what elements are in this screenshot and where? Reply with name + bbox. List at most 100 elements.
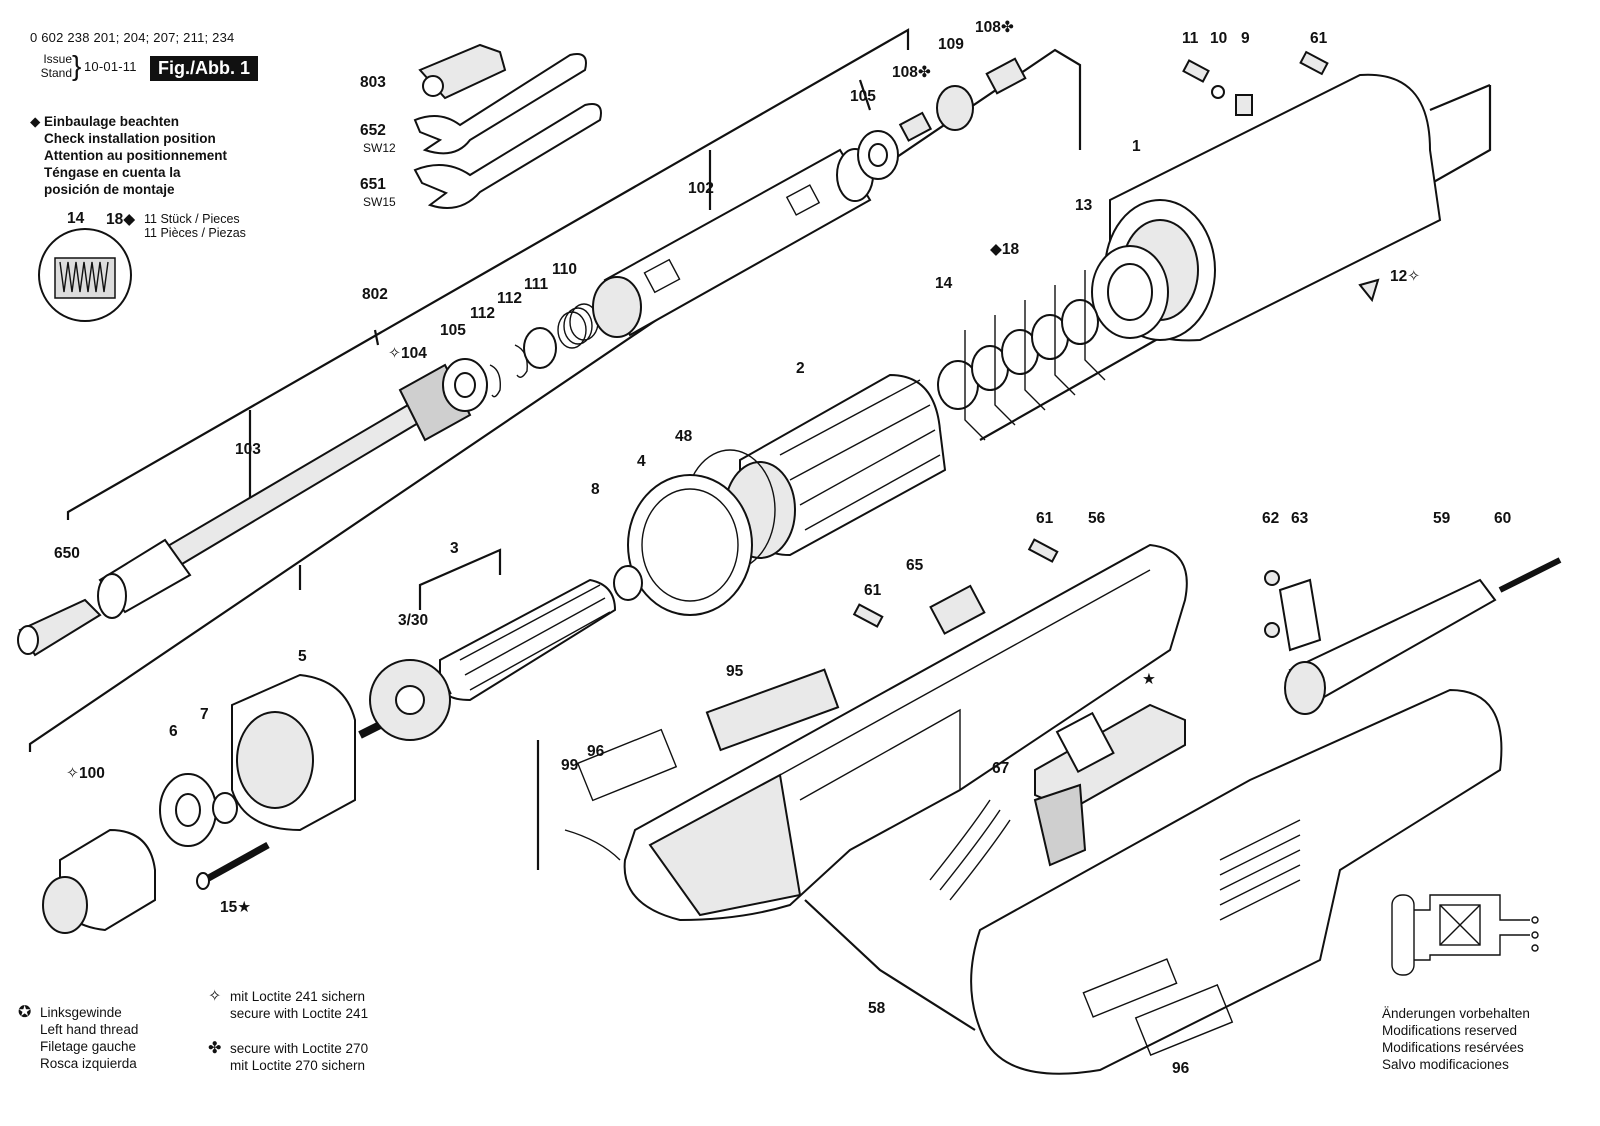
bushing-13-bore [1107,263,1153,321]
label-105-lower: 105 [440,322,466,339]
wires-67 [929,799,1011,901]
issue-date: 10-01-11 [84,59,137,74]
label-8: 8 [591,481,600,498]
legend-loctite-270: ✤ secure with Loctite 270 mit Loctite 27… [208,1040,368,1074]
bracket-58 [804,899,976,1031]
label-67: 67 [992,760,1010,777]
part-number-list: 0 602 238 201; 204; 207; 211; 234 [30,30,235,45]
issue-label-de: Stand [40,66,72,80]
label-651: 651 [360,176,386,193]
label-65 [929,584,986,635]
install-note-line-4: Téngase en cuenta la [44,165,181,180]
label-65: 65 [906,557,924,574]
label-96-left: 96 [587,743,605,760]
label-802: 802 [362,286,388,303]
switch-56 [1033,703,1186,867]
label-59: 59 [1433,510,1451,527]
bearing-105-lower-bore [454,372,476,398]
label-1: 1 [1132,138,1141,155]
spindle-nut-100 [42,828,156,934]
label-13: 13 [1075,197,1093,214]
label-2: 2 [796,360,805,377]
install-note-line-2: Check installation position [44,131,216,146]
label-99 [564,829,621,861]
loctite-241-icon: ✧ [1407,268,1421,285]
star-icon: ★ [237,899,252,916]
loctite-270-line-1: secure with Loctite 270 [230,1041,369,1056]
spring-110 [557,303,599,349]
label-105-upper: 105 [850,88,876,105]
bracket-line-upper-shaft [66,28,910,520]
label-62: 62 [1262,510,1280,527]
label-61-top: 61 [1310,30,1328,47]
bearing-6 [159,773,217,847]
label-95 [705,668,840,752]
screw-62-top [1264,570,1280,586]
clamp-9 [1235,94,1253,116]
label-104: ✧104 [388,344,427,363]
label-96-bottom: 96 [1172,1060,1190,1077]
pinion-108-upper [985,57,1027,95]
wrench-651 [413,103,602,209]
loctite-270-line-2: mit Loctite 270 sichern [230,1058,366,1073]
label-sw12: SW12 [363,141,396,155]
label-102: 102 [688,180,714,197]
spring-set-18 [937,270,1106,441]
left-hand-line-4: Rosca izquierda [40,1056,137,1071]
label-100: ✧100 [66,764,105,783]
label-63: 63 [1291,510,1309,527]
wiring-diagram [1391,894,1539,976]
label-99: 99 [561,757,579,774]
bearing-flange-5 [231,673,356,832]
label-11: 11 [1182,30,1199,47]
label-61-mid: 61 [1036,510,1054,527]
label-15: 15★ [220,898,251,917]
washer-10 [1211,85,1225,99]
bracket-line-right-housing [979,85,1492,441]
figure-title: Fig./Abb. 1 [150,56,258,81]
left-hand-line-3: Filetage gauche [40,1039,137,1054]
spindle-shaft-103 [97,363,472,619]
install-note-line-5: posición de montaje [44,182,175,197]
bearing-105-upper-bore [868,143,888,167]
left-hand-line-1: Linksgewinde [40,1005,122,1020]
bracket-105 [858,79,872,111]
screw-61-top [1299,50,1329,76]
screw-62-bottom [1264,622,1280,638]
install-note-line-1: Einbaulage beachten [44,114,180,129]
label-12: 12✧ [1390,267,1420,286]
modifications-line-2: Modifications reserved [1382,1023,1518,1038]
modifications-line-1: Änderungen vorbehalten [1382,1006,1530,1021]
label-6: 6 [169,723,178,740]
label-109: 109 [938,36,964,53]
install-note: ◆ Einbaulage beachten Check installation… [30,113,227,198]
bracket-line-left-panel [28,48,1082,752]
label-103: 103 [235,441,261,458]
label-18-number: 18 [1001,241,1020,258]
label-4: 4 [637,453,646,470]
inset-count-line-2: 11 Pièces / Piezas [144,226,246,240]
loctite-241-line-2: secure with Loctite 241 [230,1006,369,1021]
label-7: 7 [200,706,209,723]
label-108-upper-number: 108 [975,19,1001,36]
label-60: 60 [1494,510,1512,527]
legend-left-hand-thread: ✪ Linksgewinde Left hand thread Filetage… [18,1004,138,1072]
label-14: 14 [935,275,953,292]
loctite-241-icon: ✧ [388,345,401,362]
label-61-lower: 61 [864,582,882,599]
install-note-line-3: Attention au positionnement [44,148,227,163]
label-sw15: SW15 [363,195,396,209]
loctite-270-icon: ✤ [917,64,931,81]
collet-803 [418,43,507,100]
issue-label-en: Issue [43,52,72,66]
cable-59 [1284,578,1497,715]
fan-3-30 [369,659,451,741]
circlip-112a [489,364,501,398]
rating-plate-96-left [576,728,678,802]
housing-shell-left [623,543,1188,922]
bracket-right-top [1429,83,1491,112]
label-15-number: 15 [220,899,238,916]
label-108-lower-number: 108 [892,64,918,81]
label-104-number: 104 [401,345,427,362]
